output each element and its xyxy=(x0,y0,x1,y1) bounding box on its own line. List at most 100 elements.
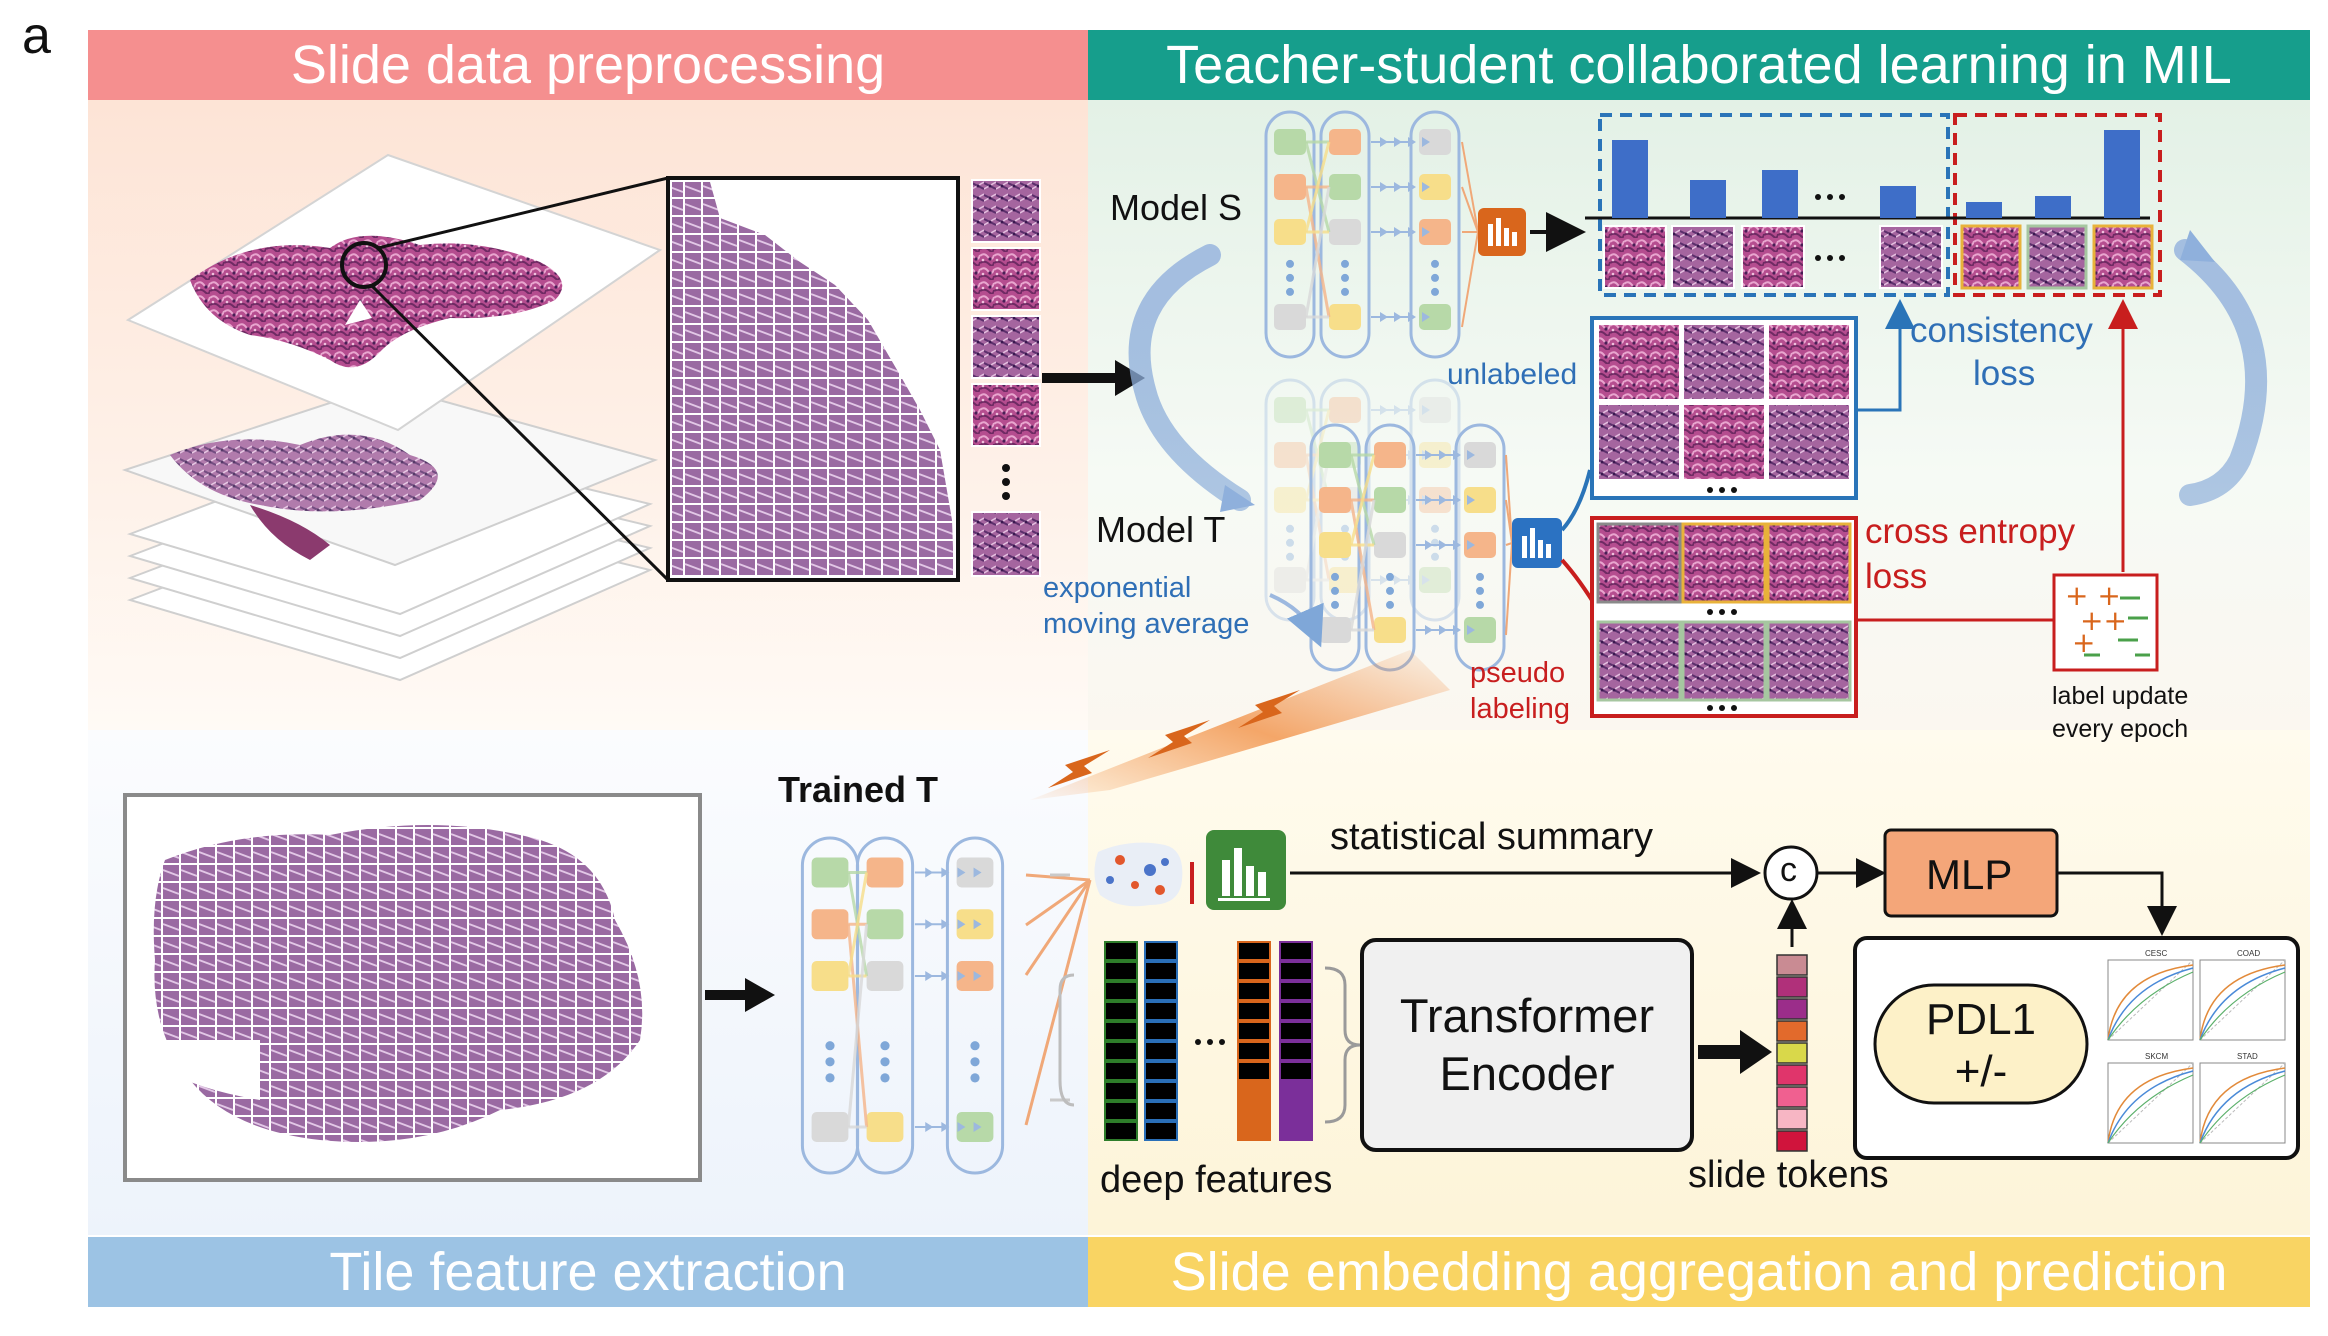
unlabeled-tile xyxy=(1682,403,1766,481)
feature-cell xyxy=(1104,1041,1138,1061)
wsi-tissue xyxy=(153,825,643,1142)
roc-curve-panels xyxy=(2107,959,2286,1144)
prediction-bar xyxy=(2035,196,2071,218)
attention-heatmap xyxy=(1094,842,1194,907)
feature-cell xyxy=(1104,941,1138,961)
feature-cell xyxy=(1144,1021,1178,1041)
model-s-network xyxy=(1264,110,1479,359)
feature-cell xyxy=(1237,1001,1271,1021)
feature-cell xyxy=(1237,1041,1271,1061)
feature-cell xyxy=(1104,1021,1138,1041)
unlabeled-tile xyxy=(1597,403,1681,481)
arrow-transformer-to-tokens xyxy=(1698,1030,1772,1074)
transfer-band xyxy=(1030,650,1450,800)
svg-text:+: + xyxy=(2072,626,2095,659)
slide-token xyxy=(1776,998,1808,1020)
line-t-to-unlabeled xyxy=(1560,469,1592,532)
zoomed-tile-grid xyxy=(666,176,960,582)
feature-cell xyxy=(1279,1061,1313,1081)
slide-token xyxy=(1776,1042,1808,1064)
bars-ellipsis xyxy=(1815,194,1845,261)
pdl1-label-line1: PDL1 xyxy=(1925,995,2037,1044)
strip-tile xyxy=(971,179,1041,243)
statistical-summary-label: statistical summary xyxy=(1330,816,1654,858)
prediction-bar xyxy=(1612,140,1648,218)
arrow-to-consistency xyxy=(1856,299,1915,412)
deep-features-brace xyxy=(1324,966,1361,1124)
arrow-to-mil xyxy=(1042,360,1145,396)
feature-cell xyxy=(1144,1041,1178,1061)
banner-aggregation: Slide embedding aggregation and predicti… xyxy=(1088,1237,2310,1307)
feature-cell xyxy=(1144,1061,1178,1081)
transformer-label-line2: Encoder xyxy=(1439,1047,1615,1100)
ema-label-line2: moving average xyxy=(1043,608,1250,640)
pseudo-label-line2: labeling xyxy=(1470,693,1570,725)
slide-token xyxy=(1776,1086,1808,1108)
feature-cell xyxy=(1279,1081,1313,1101)
curve-s-to-t xyxy=(1128,244,1251,511)
pseudo-tile xyxy=(1596,620,1682,702)
feature-cell xyxy=(1104,1081,1138,1101)
feature-cell xyxy=(1237,1021,1271,1041)
unlabeled-tile xyxy=(1767,323,1851,401)
feature-cell xyxy=(1279,961,1313,981)
slide-token xyxy=(1776,1130,1808,1152)
feature-cell xyxy=(1144,1001,1178,1021)
feature-cell xyxy=(1237,981,1271,1001)
model-t-network xyxy=(1309,423,1513,672)
feature-cell xyxy=(1237,1101,1271,1121)
feature-cell xyxy=(1279,1121,1313,1141)
tile-strip xyxy=(971,179,1041,577)
pseudo-tile xyxy=(1766,522,1852,604)
curve-right xyxy=(2174,239,2268,506)
concat-circle xyxy=(1763,845,1819,901)
prediction-bar xyxy=(1690,180,1726,218)
pseudo-tiles xyxy=(1596,522,1852,702)
prediction-bar xyxy=(1880,186,1916,218)
strip-tile xyxy=(971,511,1041,577)
unlabeled-tile xyxy=(1682,323,1766,401)
mlp-label: MLP xyxy=(1926,851,2013,898)
feature-cell xyxy=(1144,1121,1178,1141)
roc-title-2: COAD xyxy=(2237,949,2261,958)
arrow-mlp-to-output xyxy=(2057,871,2177,936)
panel-label: a xyxy=(22,7,51,65)
histogram-icon-t xyxy=(1512,518,1562,568)
feature-cell xyxy=(1237,941,1271,961)
feature-cell xyxy=(1144,941,1178,961)
banner-teacher-student: Teacher-student collaborated learning in… xyxy=(1088,30,2310,100)
feature-cell xyxy=(1144,1101,1178,1121)
histogram-icon-summary xyxy=(1206,830,1286,910)
feature-cell xyxy=(1279,1001,1313,1021)
ce-label-line2: loss xyxy=(1865,557,1928,596)
trained-t-label: Trained T xyxy=(778,769,939,810)
feature-cell xyxy=(1104,1101,1138,1121)
pseudo-tile xyxy=(1766,620,1852,702)
arrow-wsi-to-t xyxy=(705,978,775,1012)
labeled-tile xyxy=(2092,224,2154,290)
unlabeled-tile xyxy=(1767,403,1851,481)
banner-preprocessing: Slide data preprocessing xyxy=(88,30,1088,100)
feature-cell xyxy=(1237,1121,1271,1141)
strip-tile xyxy=(971,315,1041,379)
prediction-tiles xyxy=(1603,224,2154,290)
zoom-line-bottom xyxy=(370,284,670,582)
feature-cell xyxy=(1279,1021,1313,1041)
prediction-tile xyxy=(1741,225,1805,289)
slide-token xyxy=(1776,1108,1808,1130)
roc-title-1: CESC xyxy=(2145,949,2168,958)
feature-cell xyxy=(1279,941,1313,961)
prediction-bar xyxy=(1966,202,2002,218)
prediction-tile xyxy=(1603,225,1667,289)
prediction-tile xyxy=(1879,225,1943,289)
pseudo-label-line1: pseudo xyxy=(1470,657,1566,689)
strip-tile xyxy=(971,383,1041,447)
strip-ellipsis xyxy=(1002,464,1010,500)
ema-arrow xyxy=(1269,593,1324,648)
feature-cell xyxy=(1104,1001,1138,1021)
slide-token xyxy=(1776,1064,1808,1086)
svg-text:+ +: + + xyxy=(2065,579,2121,612)
prediction-tile xyxy=(1671,225,1735,289)
pseudo-tile xyxy=(1596,522,1682,604)
slide-token xyxy=(1776,954,1808,976)
